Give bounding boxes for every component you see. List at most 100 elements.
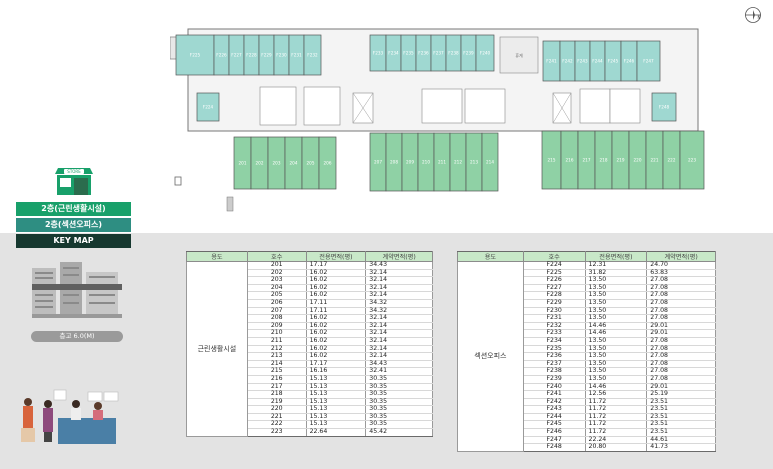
contract-area-cell: 32.14	[365, 345, 433, 354]
contract-area-cell: 23.51	[646, 413, 716, 422]
unit-label: 209	[406, 160, 414, 165]
unit-cell: 211	[246, 337, 307, 346]
unit-label: F231	[291, 53, 302, 58]
contract-area-cell: 30.35	[365, 406, 433, 414]
unit-label: 222	[668, 158, 676, 163]
unit-label: 213	[470, 160, 478, 165]
unit-label: 204	[290, 161, 298, 166]
unit-label: F245	[608, 59, 619, 64]
contract-area-cell: 27.08	[646, 337, 716, 346]
contract-area-cell: 23.51	[646, 398, 716, 407]
net-area-cell: 15.13	[305, 406, 367, 414]
contract-area-cell: 30.35	[365, 375, 433, 384]
unit-223	[679, 130, 705, 190]
building-height-label: 층고 6.0(M)	[31, 331, 123, 342]
net-area-cell: 17.17	[305, 261, 367, 270]
unit-label: F242	[562, 59, 573, 64]
contract-area-cell: 30.35	[365, 413, 433, 422]
contract-area-cell: 27.08	[646, 277, 716, 285]
unit-cell: F239	[522, 375, 586, 384]
unit-label: F233	[373, 51, 384, 56]
col-use: 용도	[457, 251, 524, 262]
unit-label: F229	[261, 53, 272, 58]
net-area-cell: 22.64	[305, 428, 367, 437]
contract-area-cell: 34.43	[365, 360, 433, 369]
col-unit: 호수	[522, 251, 586, 262]
contract-area-cell: 44.61	[646, 436, 716, 445]
unit-F225	[175, 34, 215, 76]
unit-label: 208	[390, 160, 398, 165]
contract-area-cell: 32.14	[365, 292, 433, 300]
unit-label: 215	[548, 158, 556, 163]
contract-area-cell: 27.08	[646, 360, 716, 369]
net-area-cell: 15.13	[305, 383, 367, 392]
unit-label: F244	[592, 59, 603, 64]
unit-label: F246	[624, 59, 635, 64]
contract-area-cell: 32.41	[365, 368, 433, 376]
net-area-cell: 15.13	[305, 421, 367, 430]
net-area-cell: 15.13	[305, 375, 367, 384]
legend-office: 2층(섹션오피스)	[16, 218, 131, 232]
unit-cell: F234	[522, 337, 586, 346]
contract-area-cell: 27.08	[646, 375, 716, 384]
unit-label: F247	[643, 59, 654, 64]
unit-label: F225	[190, 53, 201, 58]
unit-cell: F248	[522, 444, 586, 452]
unit-F224	[196, 92, 220, 122]
contract-area-cell: 34.32	[365, 307, 433, 316]
unit-label: 221	[651, 158, 659, 163]
unit-F248	[651, 92, 677, 122]
contract-area-cell: 23.51	[646, 428, 716, 437]
unit-label: 212	[454, 160, 462, 165]
net-area-cell: 16.02	[305, 292, 367, 300]
unit-label: F234	[388, 51, 399, 56]
contract-area-cell: 63.83	[646, 269, 716, 278]
unit-label: F232	[307, 53, 318, 58]
net-area-cell: 16.02	[305, 277, 367, 285]
compass-icon: N	[745, 7, 761, 23]
unit-label: 211	[438, 160, 446, 165]
net-area-cell: 16.02	[305, 269, 367, 278]
contract-area-cell: 34.43	[365, 261, 433, 270]
net-area-cell: 15.13	[305, 390, 367, 399]
unit-cell: 206	[246, 299, 307, 308]
contract-area-cell: 34.32	[365, 299, 433, 308]
unit-label: F224	[203, 105, 214, 110]
unit-F240	[475, 34, 495, 72]
net-area-cell: 13.50	[584, 375, 648, 384]
unit-label: 203	[273, 161, 281, 166]
unit-label: F241	[546, 59, 557, 64]
contract-area-cell: 27.08	[646, 307, 716, 316]
contract-area-cell: 29.01	[646, 330, 716, 338]
contract-area-cell: 23.51	[646, 406, 716, 414]
contract-area-cell: 27.08	[646, 352, 716, 361]
net-area-cell: 16.16	[305, 368, 367, 376]
